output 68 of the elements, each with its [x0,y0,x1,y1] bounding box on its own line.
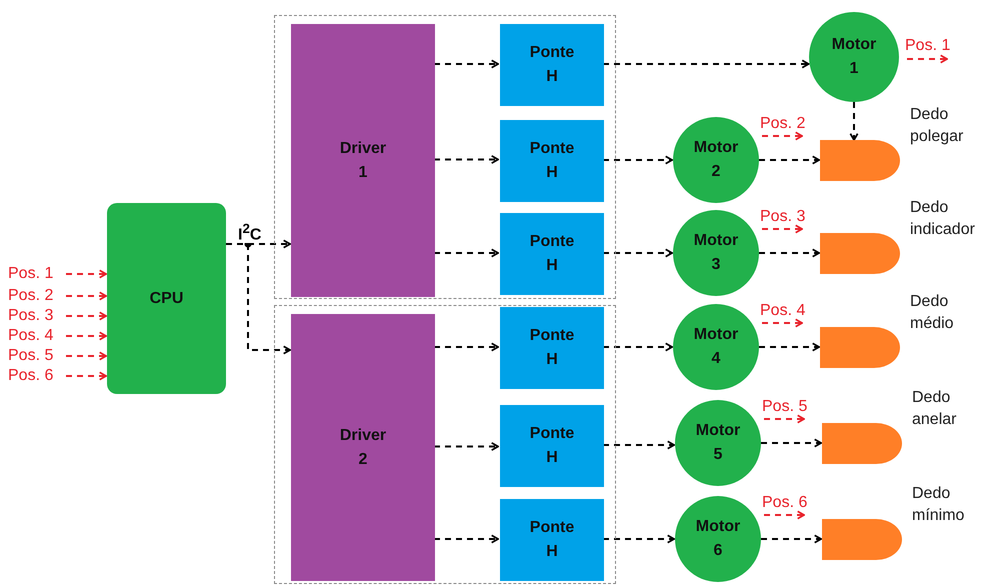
arrow [66,332,107,340]
h-bridge-block [500,499,604,581]
driver-block [291,314,435,581]
block-label: Driver 1 [340,138,386,182]
arrow [850,102,858,141]
arrow [761,534,822,544]
position-label: Pos. 1 [8,265,54,282]
arrow [66,270,107,278]
arrow [66,352,107,360]
block-label: Ponte H [530,518,574,562]
block-label: Ponte H [530,424,574,468]
finger-label: Dedo polegar [910,105,964,147]
position-label: Pos. 6 [762,494,808,512]
motor-label: Motor 3 [694,231,738,275]
block-label: CPU [150,288,184,308]
arrow [761,438,822,448]
arrow [434,155,499,164]
position-label: Pos. 5 [8,347,54,364]
motor-label: Motor 1 [832,35,876,79]
finger-label: Dedo anelar [912,388,956,430]
arrow [759,342,820,352]
block-label: Ponte H [530,232,574,276]
arrow [603,60,810,68]
arrow [759,156,820,164]
arrow [434,534,499,544]
arrow [434,342,499,352]
arrow [603,248,673,258]
position-label: Pos. 1 [905,37,950,55]
edge-label: I$^{2}$C [237,221,262,244]
finger-label: Dedo médio [910,292,954,334]
finger-label: Dedo mínimo [912,484,964,526]
arrow [603,440,675,450]
position-label: Pos. 2 [760,115,806,133]
block-label: Ponte H [530,326,574,370]
block-label: Ponte H [530,139,574,183]
position-label: Pos. 4 [760,302,806,320]
arrow [603,534,675,544]
arrow [603,156,673,164]
dashed-group-frame [274,15,616,299]
h-bridge-block [500,307,604,389]
dashed-group-frame [274,305,616,584]
motor-label: Motor 5 [696,421,740,465]
arrow [66,292,107,300]
block-label: Driver 2 [340,426,386,470]
block-label: Ponte H [530,43,574,87]
h-bridge-block [500,24,604,106]
motor-label: Motor 2 [694,138,738,182]
motor-label: Motor 4 [694,325,738,369]
position-label: Pos. 3 [8,307,54,324]
motor-label: Motor 6 [696,517,740,561]
arrow [434,248,499,258]
position-label: Pos. 2 [8,287,54,304]
position-label: Pos. 5 [762,398,808,416]
h-bridge-block [500,405,604,487]
arrow [66,372,107,380]
finger-label: Dedo indicador [910,198,975,240]
arrow [434,442,499,451]
h-bridge-block [500,120,604,202]
arrow [66,312,107,320]
h-bridge-block [500,213,604,295]
position-label: Pos. 3 [760,208,806,226]
position-label: Pos. 4 [8,327,54,344]
driver-block [291,24,435,297]
cpu-block [107,203,226,394]
arrow [434,60,499,68]
arrow [759,248,820,258]
arrow [603,342,673,352]
position-label: Pos. 6 [8,367,54,384]
